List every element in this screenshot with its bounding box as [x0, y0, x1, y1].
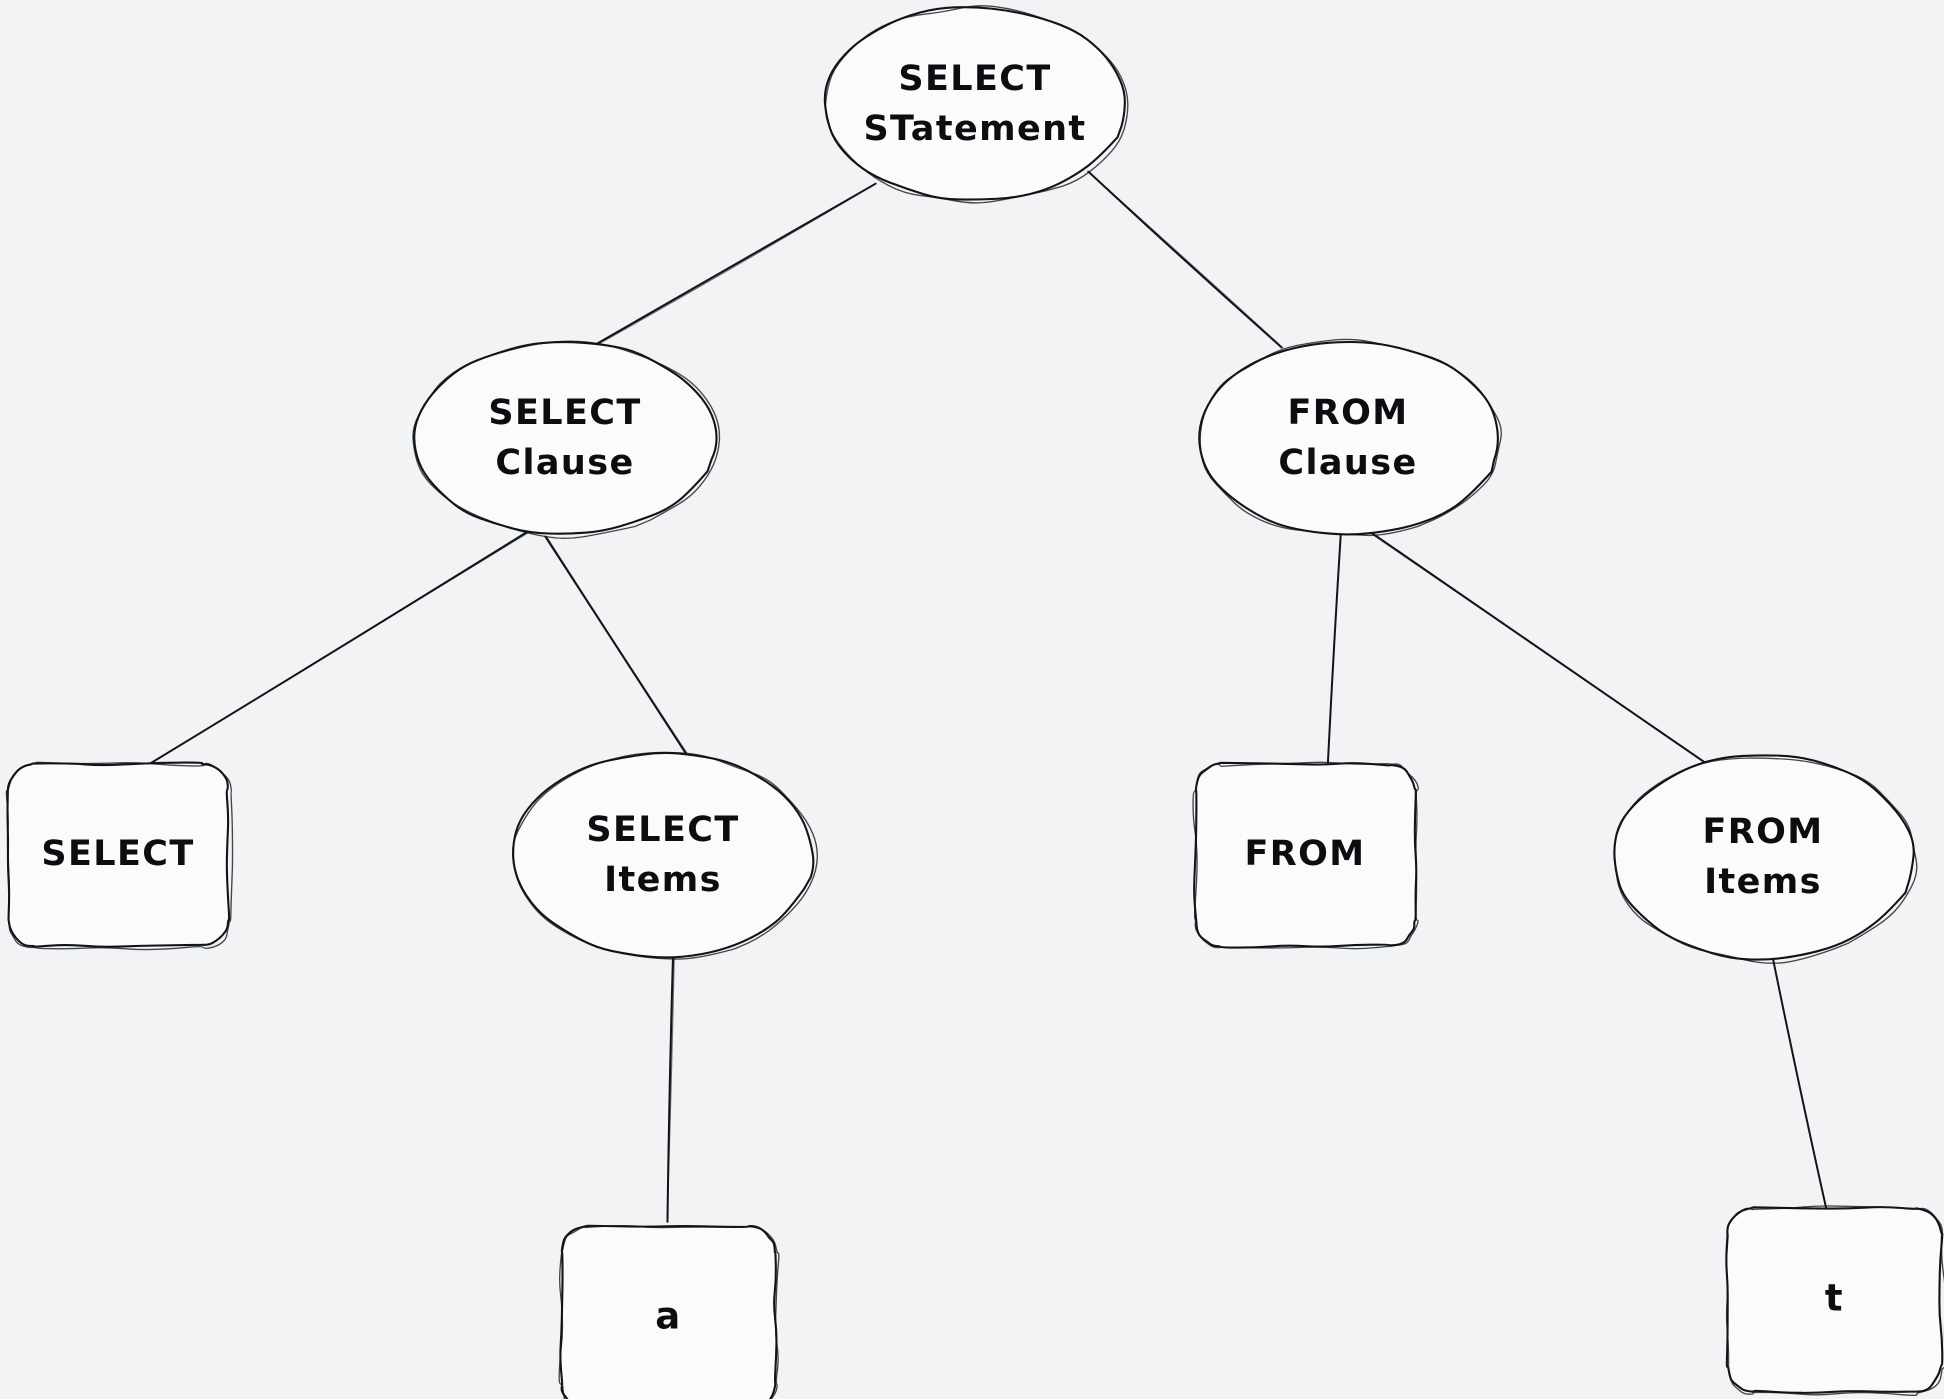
node-label-line1: SELECT [488, 393, 641, 433]
node-label-line2: Items [604, 860, 722, 900]
node-outline-ellipse-ghost [1199, 338, 1502, 537]
node-outline-rect-ghost [558, 1225, 780, 1399]
node-label-line1: FROM [1287, 393, 1408, 433]
node-label-line1: SELECT [898, 59, 1051, 99]
node-outline-ellipse-ghost [1613, 757, 1918, 964]
edge-stroke [596, 182, 877, 345]
node-select-items[interactable]: SELECT Items [511, 751, 818, 960]
node-from-items[interactable]: FROM Items [1613, 754, 1918, 964]
node-select-statement[interactable]: SELECT STatement [823, 5, 1129, 204]
node-leaf-t[interactable]: t [1725, 1205, 1944, 1397]
node-outline-ellipse [413, 341, 718, 535]
edge-stroke-ghost [597, 184, 875, 345]
node-label-line1: FROM [1702, 812, 1823, 852]
edge-from-clause-to-from-terminal [1326, 534, 1342, 769]
node-outline-ellipse-ghost [824, 5, 1129, 204]
node-select-clause[interactable]: SELECT Clause [412, 340, 721, 539]
node-label-line1: FROM [1244, 834, 1365, 874]
edge-from-clause-to-from-items [1371, 532, 1713, 768]
node-label-line2: Clause [495, 443, 634, 483]
node-label-line2: STatement [863, 109, 1086, 149]
node-label-line2: Items [1704, 862, 1822, 902]
nodes-layer: SELECTSTatementSELECTClauseFROMClauseSEL… [5, 5, 1944, 1399]
edge-stroke-ghost [666, 957, 675, 1223]
node-outline-ellipse [1613, 754, 1915, 961]
node-outline-rect-ghost [1725, 1205, 1944, 1397]
edge-stroke-ghost [1087, 170, 1284, 349]
node-outline-ellipse [512, 751, 815, 959]
edge-stroke [1771, 956, 1828, 1210]
node-outline-rect-ghost [5, 761, 234, 951]
node-leaf-a[interactable]: a [558, 1224, 780, 1399]
node-label-line1: SELECT [586, 810, 739, 850]
edge-stroke-ghost [1371, 533, 1713, 768]
edge-select-clause-to-select-items [544, 535, 692, 762]
node-label-line2: Clause [1278, 443, 1417, 483]
node-outline-ellipse [823, 6, 1126, 201]
node-outline-ellipse [1198, 340, 1499, 536]
edge-stroke [1326, 534, 1342, 769]
node-label-line1: t [1825, 1277, 1843, 1320]
edge-select-statement-to-select-clause [596, 182, 877, 345]
edge-stroke-ghost [142, 532, 529, 769]
node-outline-rect-ghost [1192, 761, 1419, 950]
edge-select-statement-to-from-clause [1087, 170, 1284, 349]
edges-layer [142, 170, 1828, 1223]
edge-stroke [544, 535, 692, 762]
node-from-clause[interactable]: FROM Clause [1198, 338, 1502, 537]
edge-from-items-to-leaf-t [1771, 956, 1828, 1210]
edge-select-clause-to-select-terminal [142, 531, 529, 769]
node-label-line1: a [655, 1295, 680, 1338]
node-from-terminal[interactable]: FROM [1192, 761, 1419, 950]
node-outline-ellipse-ghost [511, 751, 818, 960]
node-select-terminal[interactable]: SELECT [5, 761, 234, 951]
node-label-line1: SELECT [41, 834, 194, 874]
node-outline-ellipse-ghost [412, 340, 721, 539]
edge-stroke-ghost [545, 536, 692, 761]
edge-select-items-to-leaf-a [666, 957, 675, 1223]
